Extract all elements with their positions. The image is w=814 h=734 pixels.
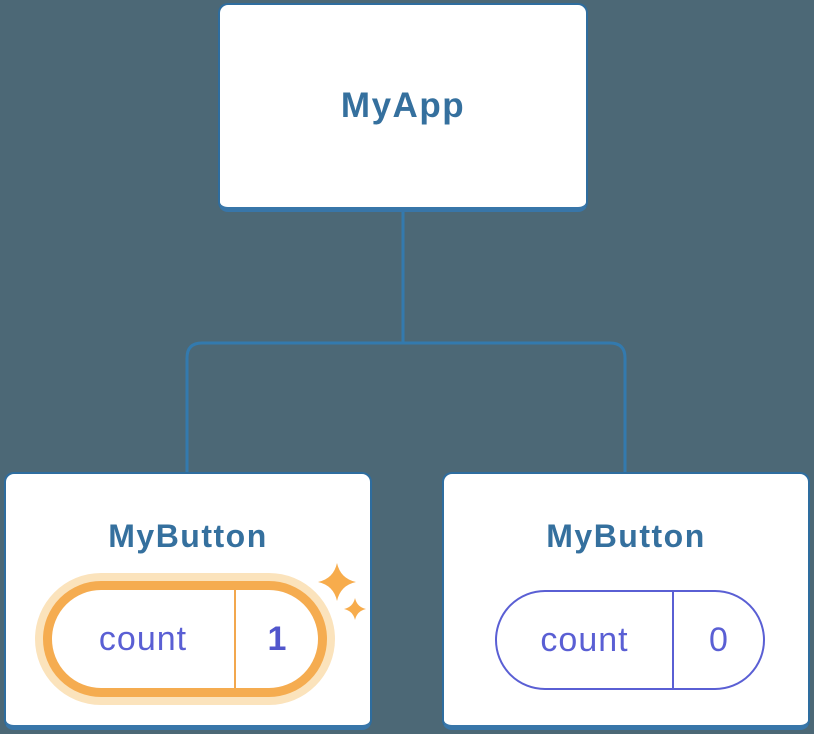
- component-card-mybutton-initial: MyButton count 0: [442, 472, 810, 730]
- state-value: 1: [267, 619, 287, 658]
- state-value: 0: [709, 620, 728, 659]
- component-card-myapp: MyApp: [218, 3, 588, 212]
- component-card-mybutton-updated: MyButton count 1: [4, 472, 372, 730]
- state-key-label: count: [98, 619, 188, 658]
- component-label-myapp: MyApp: [340, 86, 466, 125]
- sparkle-large: [318, 563, 356, 601]
- component-label-mybutton: MyButton: [108, 518, 268, 554]
- state-pill-highlighted: count 1: [43, 581, 327, 697]
- state-pill-divider: [234, 590, 236, 688]
- sparkles-icon: [318, 563, 366, 620]
- state-key-label: count: [540, 620, 629, 659]
- state-pill-divider: [672, 592, 674, 688]
- component-label-mybutton: MyButton: [546, 518, 706, 554]
- connector-branch: [185, 341, 627, 472]
- sparkle-small: [344, 598, 366, 620]
- state-pill-plain: count 0: [495, 590, 765, 690]
